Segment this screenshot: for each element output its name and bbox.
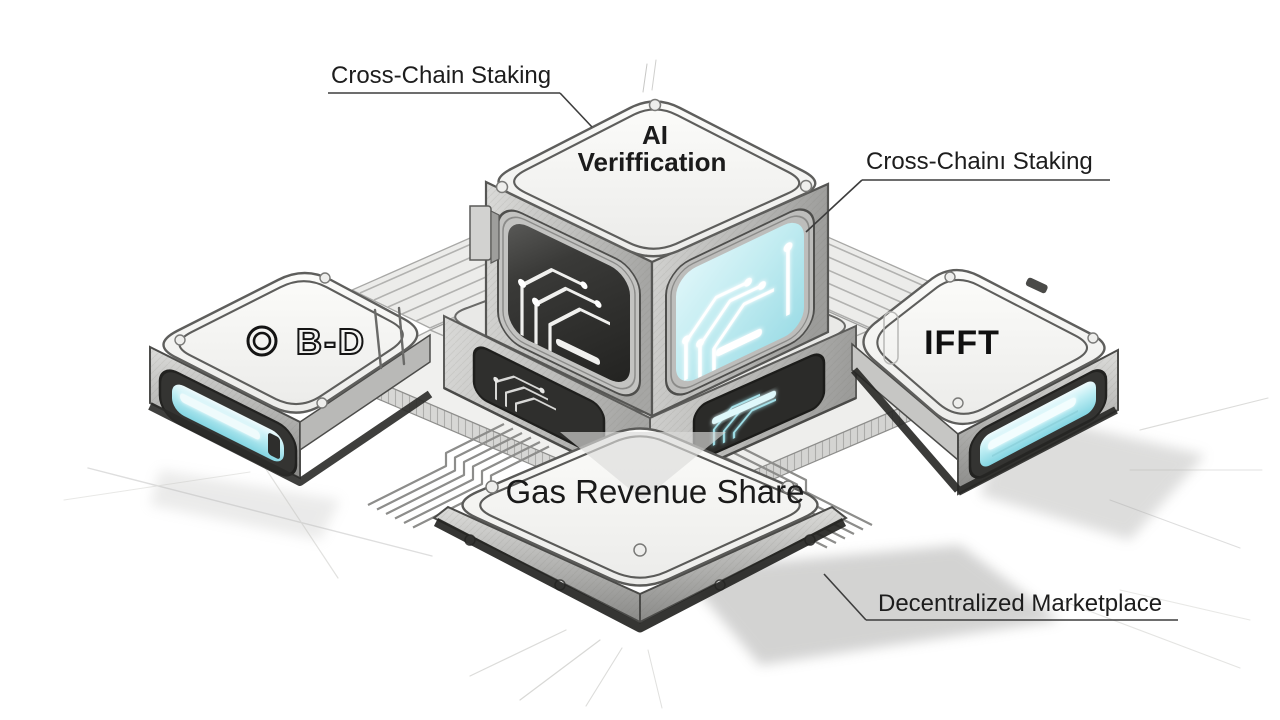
callout-bottom-label: Decentralized Marketplace [878, 590, 1162, 617]
double-circle-icon [246, 325, 278, 357]
cube-top-bolts [495, 98, 813, 194]
bd-right-face [299, 333, 431, 452]
cube-side-tab [469, 205, 500, 264]
callout-left-label: Cross-Chain Staking [331, 62, 551, 89]
callout-right-leader [805, 179, 863, 233]
nft-top-knob [1025, 277, 1048, 294]
nft-module-block: IFFT [850, 268, 1119, 496]
tower-label-line1: AI [642, 120, 668, 150]
cube-window-right [665, 208, 815, 396]
gas-top-shading [560, 432, 726, 500]
bd-vent-marks [373, 306, 406, 370]
gas-top-bolts [485, 480, 795, 557]
bd-top-bolts [174, 272, 331, 409]
callout-left-leader [559, 92, 593, 128]
bd-module-block: B-D [148, 271, 433, 486]
callout-right-label: Cross-Chainı Staking [866, 148, 1093, 175]
callout-cross-chain-staking-right: Cross-Chainı Staking [805, 148, 1110, 233]
nft-label: IFFT [924, 324, 1000, 362]
bd-base-rail [148, 390, 433, 486]
gas-base-rail [433, 518, 847, 633]
nft-groove-mark [883, 311, 899, 365]
cube-window-left [497, 209, 641, 397]
callout-bottom-leader [823, 573, 867, 621]
bd-glow-slot [158, 369, 298, 477]
gas-label: Gas Revenue Share [505, 473, 804, 510]
bd-label: B-D [296, 321, 366, 362]
callout-cross-chain-staking-left: Cross-Chain Staking [328, 62, 593, 128]
shadow-front-block [680, 545, 1060, 665]
ground-sketch-lines [63, 59, 1269, 709]
callout-decentralized-marketplace: Decentralized Marketplace [823, 573, 1178, 621]
shadow-left-block [150, 470, 340, 540]
nft-top-bolts [944, 271, 1099, 409]
nft-glow-slot [968, 369, 1108, 479]
tower-label-line2: Veriffication [578, 147, 727, 177]
nft-base-rail [850, 367, 1118, 496]
gas-revenue-share-block: Gas Revenue Share [432, 427, 848, 633]
ai-verification-cube: AI Veriffication [469, 98, 830, 418]
